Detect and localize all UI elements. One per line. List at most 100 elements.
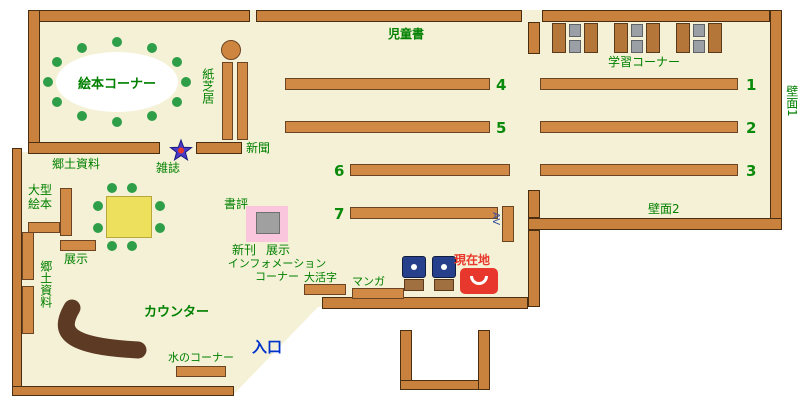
desk-icon (708, 23, 722, 53)
av-label: AV (490, 212, 501, 226)
children-books-label: 児童書 (388, 27, 425, 41)
wall (12, 148, 22, 396)
terminal-screen-icon (402, 256, 426, 278)
round-table-icon (221, 40, 241, 60)
wall (28, 10, 40, 152)
shelf-number-6: 6 (334, 162, 345, 180)
terminal-base-icon (434, 279, 454, 291)
seat-icon (93, 223, 103, 233)
study-desk-icon (676, 23, 722, 53)
wall (28, 142, 160, 154)
shelf-number-1: 1 (746, 76, 757, 94)
wall (256, 10, 522, 22)
new-books-label: 新刊 (232, 243, 257, 257)
wall (196, 142, 242, 154)
seat-icon (43, 77, 53, 87)
seat-icon (155, 201, 165, 211)
desk-icon (676, 23, 690, 53)
shelf-number-7: 7 (334, 205, 345, 223)
wall (478, 330, 490, 390)
wall (28, 10, 250, 22)
wall (542, 10, 770, 22)
seat-icon (127, 183, 137, 193)
chair-icon (631, 39, 643, 53)
kamishibai-shelf (222, 62, 233, 140)
local-materials-left-label: 郷土資料 (38, 260, 53, 308)
desk-icon (584, 23, 598, 53)
bookshelf-2 (540, 121, 738, 133)
wall (528, 230, 540, 307)
terminal-dot-icon (411, 264, 417, 270)
wall (528, 22, 540, 54)
bookshelf (60, 188, 72, 236)
seat-icon (112, 37, 122, 47)
terminal-screen-icon (432, 256, 456, 278)
newspaper-label: 新聞 (246, 141, 271, 155)
bookshelf-6 (350, 164, 510, 176)
chair-icon (569, 39, 581, 53)
manga-label: マンガ (352, 275, 385, 288)
desk-icon (552, 23, 566, 53)
seat-icon (127, 241, 137, 251)
wall (12, 386, 234, 396)
shelf-number-4: 4 (496, 76, 507, 94)
water-corner-label: 水のコーナー (168, 351, 234, 364)
kamishibai-label: 紙芝居 (200, 68, 215, 104)
large-print-shelf (304, 284, 346, 295)
bookshelf (22, 286, 34, 334)
bookshelf-3 (540, 164, 738, 176)
picture-book-corner-area: 絵本コーナー (56, 52, 178, 112)
seat-icon (155, 223, 165, 233)
study-corner-label: 学習コーナー (608, 55, 681, 69)
counter-desk-shape (57, 299, 147, 359)
seat-icon (172, 97, 182, 107)
wall1-label: 壁面1 (784, 85, 799, 117)
large-picture-books-label: 大型 絵本 (28, 183, 53, 211)
magazine-star-icon (169, 138, 193, 162)
seat-icon (147, 111, 157, 121)
water-corner-shelf (176, 366, 226, 377)
seat-icon (172, 57, 182, 67)
bookshelf-1 (540, 78, 738, 90)
kamishibai-shelf (237, 62, 248, 140)
bookshelf-7 (350, 207, 498, 219)
wall (322, 297, 528, 309)
seat-icon (77, 111, 87, 121)
bookshelf-5 (285, 121, 490, 133)
wall (400, 380, 490, 390)
seat-icon (107, 241, 117, 251)
seat-icon (112, 117, 122, 127)
wall2-label: 壁面2 (648, 202, 680, 216)
wall (528, 190, 540, 218)
seat-icon (107, 183, 117, 193)
magazine-label: 雑誌 (156, 161, 181, 175)
seat-icon (93, 201, 103, 211)
shelf-number-2: 2 (746, 119, 757, 137)
seat-icon (147, 43, 157, 53)
study-desk-icon (614, 23, 660, 53)
seat-icon (77, 43, 87, 53)
shelf-number-3: 3 (746, 162, 757, 180)
current-location-label: 現在地 (454, 253, 491, 267)
terminal-icon (432, 256, 456, 294)
terminal-dot-icon (441, 264, 447, 270)
new-books-display (246, 206, 288, 242)
wall (770, 10, 782, 230)
seat-icon (181, 77, 191, 87)
desk-icon (614, 23, 628, 53)
book-review-label: 書評 (224, 197, 249, 211)
bookshelf (28, 222, 60, 233)
chair-icon (693, 39, 705, 53)
chair-icon (631, 23, 643, 37)
counter-label: カウンター (144, 305, 210, 320)
terminal-base-icon (404, 279, 424, 291)
bookshelf-4 (285, 78, 490, 90)
bookshelf (22, 232, 34, 280)
chair-icon (569, 23, 581, 37)
terminal-icon (402, 256, 426, 294)
entrance-label: 入口 (252, 338, 283, 356)
av-shelf (502, 206, 514, 242)
display-stand-icon (256, 212, 280, 234)
seat-icon (52, 97, 62, 107)
